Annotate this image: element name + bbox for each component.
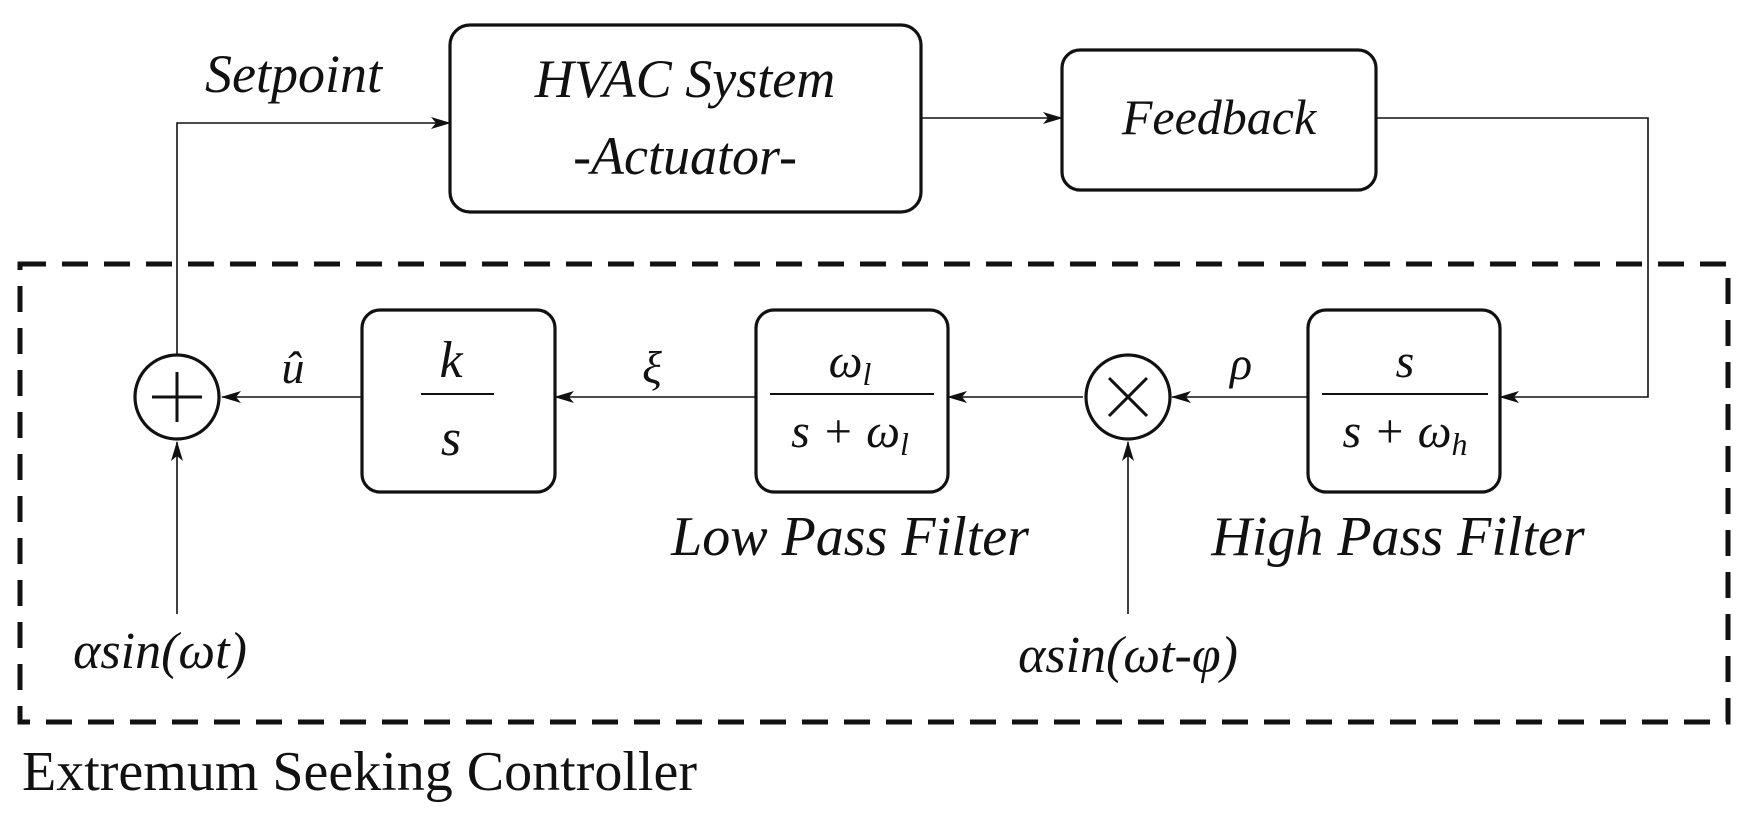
hvac-label-line1: HVAC System [534,49,835,109]
feedback-block [1060,48,1378,192]
feedback-label: Feedback [1121,89,1317,145]
u-hat-label: û [282,342,305,393]
integrator-denominator: s [441,410,461,467]
multiplier-junction [1084,353,1172,441]
rho-label: ρ [1228,338,1252,389]
controller-label: Extremum Seeking Controller [22,741,697,803]
xi-label: ξ [642,342,662,393]
high-pass-filter-block [1306,308,1502,494]
integrator-block [360,308,557,494]
hvac-system-block [448,23,923,214]
lpf-denominator: s + ωl [791,405,909,462]
setpoint-label: Setpoint [205,44,384,104]
hpf-denominator: s + ωh [1343,405,1468,462]
lpf-numerator: ωl [829,335,872,392]
demodulation-signal-label: αsin(ωt-φ) [1018,627,1238,684]
hvac-label-line2: -Actuator- [573,126,797,186]
hpf-numerator: s [1396,335,1415,388]
wire-setpoint [176,117,451,360]
lpf-caption: Low Pass Filter [670,506,1029,568]
dither-signal-label: αsin(ωt) [73,623,247,680]
low-pass-filter-block [754,308,950,494]
summing-junction [133,353,221,441]
hpf-caption: High Pass Filter [1210,506,1585,568]
integrator-numerator: k [439,332,463,389]
controller-boundary [17,261,1731,725]
wire-feedback-to-hpf [1376,117,1649,403]
